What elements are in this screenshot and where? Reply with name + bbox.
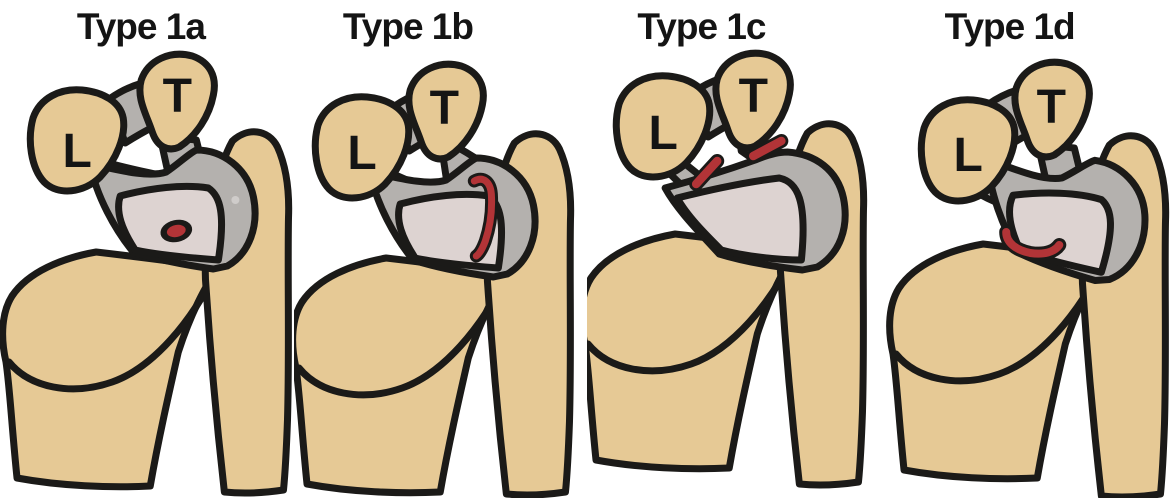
tear-mark xyxy=(749,136,786,161)
triquetrum-label: T xyxy=(163,70,192,123)
radius-outline xyxy=(294,258,508,493)
ulnotriquetral-ligament-tear xyxy=(746,134,789,163)
radius-outline xyxy=(3,252,219,487)
lunate-label: L xyxy=(648,107,677,160)
drawing-root: L T xyxy=(294,64,571,495)
central-perforation-tear xyxy=(160,219,193,243)
wrist-diagram-type-1a: L T xyxy=(0,0,294,498)
wrist-diagram-type-1d: L T xyxy=(881,0,1174,498)
ulnolunate-ligament-tear xyxy=(689,154,725,191)
radius-outline xyxy=(889,244,1105,479)
panel-title: Type 1a xyxy=(76,6,206,47)
lunate-label: L xyxy=(347,127,376,180)
wrist-diagram-type-1c: L T xyxy=(587,0,881,498)
triquetrum-label: T xyxy=(1036,81,1065,134)
panel-type-1a: Type 1a L T xyxy=(0,0,294,498)
panel-title: Type 1b xyxy=(342,6,474,47)
tear-mark xyxy=(1001,228,1063,258)
panel-title: Type 1c xyxy=(637,6,766,47)
tear-mark xyxy=(470,175,495,260)
articular-disc xyxy=(673,174,807,264)
radius-outline xyxy=(587,234,797,469)
lunate-label: L xyxy=(953,129,982,182)
drawing-root: L T xyxy=(889,62,1165,497)
tear-mark xyxy=(691,156,722,189)
drawing-root: L T xyxy=(587,53,864,485)
ulnar-peripheral-tear xyxy=(467,172,498,263)
radius-bone xyxy=(3,252,219,487)
tear-mark xyxy=(166,224,186,238)
drawing-root: L T xyxy=(3,54,289,493)
panel-type-1b: Type 1b xyxy=(294,0,588,498)
radius-bone xyxy=(294,258,508,493)
radius-bone xyxy=(587,234,797,469)
triquetrum-label: T xyxy=(739,70,768,123)
panel-type-1c: Type 1c xyxy=(587,0,881,498)
triquetrum-label: T xyxy=(429,82,458,135)
radius-bone xyxy=(889,244,1105,479)
wrist-diagram-type-1b: L T xyxy=(294,0,588,498)
panel-type-1d: Type 1d xyxy=(881,0,1174,498)
radial-attachment-tear xyxy=(998,225,1066,261)
highlight-dot xyxy=(231,196,240,204)
lunate-label: L xyxy=(62,125,91,178)
panel-title: Type 1d xyxy=(944,6,1076,47)
